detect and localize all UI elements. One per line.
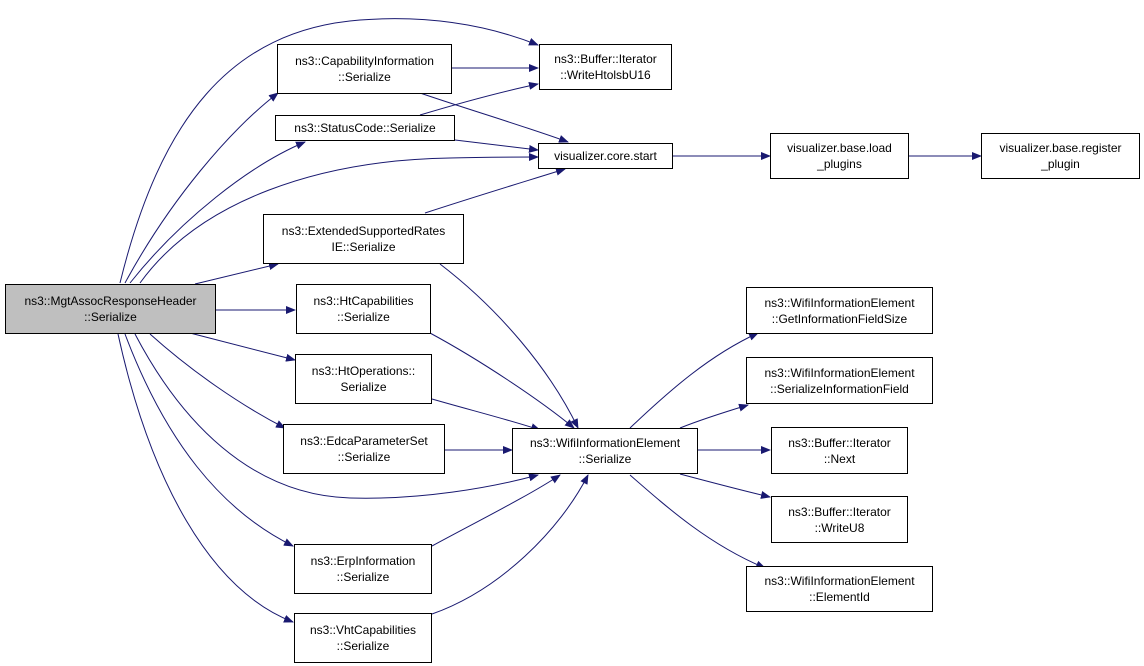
edge-root-capinfo [124,92,279,284]
node-label-line1: ns3::Buffer::Iterator [554,52,657,66]
edge-wifiser-serfield [679,403,749,429]
edge-root-vht [117,333,294,623]
node-visualizer-core-start[interactable]: visualizer.core.start [538,143,673,169]
edge-root-wifiser [134,333,539,499]
node-label-line2: ::Next [823,451,856,466]
node-edca-parameter-set-serialize[interactable]: ns3::EdcaParameterSet ::Serialize [283,424,445,474]
node-label-line2: ::ElementId [809,590,870,604]
node-label-line2: ::Serialize [578,452,632,466]
node-label-line1: ns3::WifiInformationElement [529,436,681,450]
node-label-line2: IE::Serialize [331,240,396,254]
edge-status-write16 [419,81,539,116]
node-label-line1: ns3::Buffer::Iterator [788,435,891,450]
node-label-line2: ::Serialize [337,450,391,464]
node-ht-operations-serialize[interactable]: ns3::HtOperations:: Serialize [295,354,432,404]
edge-root-status [129,141,306,284]
node-capability-information-serialize[interactable]: ns3::CapabilityInformation ::Serialize [277,44,452,94]
edge-wifiser-writeu8 [679,473,771,499]
node-label-line2: ::Serialize [338,70,391,84]
node-visualizer-base-load-plugins[interactable]: visualizer.base.load _plugins [770,133,909,179]
node-label-line1: ns3::ErpInformation [310,554,416,568]
node-erp-information-serialize[interactable]: ns3::ErpInformation ::Serialize [294,544,432,594]
edge-extrates-vstart [424,167,566,214]
node-buffer-iterator-next[interactable]: ns3::Buffer::Iterator ::Next [771,427,908,474]
node-label-line1: ns3::ExtendedSupportedRates [281,224,446,238]
node-wifi-information-element-get-information-field-size[interactable]: ns3::WifiInformationElement ::GetInforma… [746,287,933,334]
node-label-line1: ns3::CapabilityInformation [295,54,434,68]
node-label-line2: ::SerializeInformationField [770,381,909,396]
node-wifi-information-element-serialize-information-field[interactable]: ns3::WifiInformationElement ::SerializeI… [746,357,933,404]
node-label-line2: ::WriteHtolsbU16 [560,68,651,82]
node-extended-supported-rates-serialize[interactable]: ns3::ExtendedSupportedRates IE::Serializ… [263,214,464,264]
node-buffer-iterator-write-htolsb-u16[interactable]: ns3::Buffer::Iterator ::WriteHtolsbU16 [539,44,672,90]
node-label-line1: visualizer.base.load [787,141,892,155]
node-wifi-information-element-element-id[interactable]: ns3::WifiInformationElement ::ElementId [746,566,933,612]
edge-root-htop [189,332,296,362]
node-label-line1: ns3::WifiInformationElement [764,574,915,588]
edge-root-erp [124,333,294,547]
node-label-line2: Serialize [340,380,387,394]
edge-vht-wifiser [431,474,589,615]
node-label-line2: ::Serialize [84,310,137,324]
edge-htcap-wifiser [429,332,575,429]
node-label-line1: ns3::HtOperations:: [311,364,416,378]
node-label-line2: ::Serialize [336,639,390,653]
node-vht-capabilities-serialize[interactable]: ns3::VhtCapabilities ::Serialize [294,613,432,663]
node-label-line1: visualizer.core.start [554,149,657,163]
node-label-line2: ::WriteU8 [814,520,865,535]
edge-root-vstart [139,153,539,284]
edge-wifiser-elemid [629,474,766,569]
node-label-line2: ::Serialize [337,310,390,324]
node-visualizer-base-register-plugin[interactable]: visualizer.base.register _plugin [981,133,1140,179]
node-buffer-iterator-write-u8[interactable]: ns3::Buffer::Iterator ::WriteU8 [771,496,908,543]
node-label-line1: ns3::HtCapabilities [313,294,414,308]
node-label-line1: ns3::VhtCapabilities [309,623,417,637]
node-mgt-assoc-response-serialize[interactable]: ns3::MgtAssocResponseHeader ::Serialize [5,284,216,334]
node-label-line1: ns3::WifiInformationElement [764,295,915,310]
edge-root-extrates [194,262,279,285]
node-label-line2: ::GetInformationFieldSize [771,311,908,326]
node-label-line1: ns3::MgtAssocResponseHeader [24,294,197,308]
node-label-line2: ::Serialize [336,570,390,584]
node-status-code-serialize[interactable]: ns3::StatusCode::Serialize [275,115,455,141]
node-label-line2: _plugins [817,157,862,171]
node-ht-capabilities-serialize[interactable]: ns3::HtCapabilities ::Serialize [296,284,431,334]
node-label-line1: visualizer.base.register [999,141,1122,155]
edge-wifiser-getsize [629,332,759,429]
node-label-line1: ns3::Buffer::Iterator [788,504,891,519]
edge-root-write16 [119,18,539,284]
edge-status-vstart [454,139,539,153]
edge-erp-wifiser [431,474,561,547]
edge-htop-wifiser [431,398,541,431]
edge-extrates-wifiser [439,263,579,429]
edge-capinfo-vstart [419,92,569,143]
node-label-line2: _plugin [1041,157,1080,171]
edge-root-edca [149,333,286,429]
node-label-line1: ns3::WifiInformationElement [764,365,915,380]
node-label-line1: ns3::StatusCode::Serialize [294,121,436,135]
node-label-line1: ns3::EdcaParameterSet [300,434,428,448]
node-wifi-information-element-serialize[interactable]: ns3::WifiInformationElement ::Serialize [512,428,698,474]
